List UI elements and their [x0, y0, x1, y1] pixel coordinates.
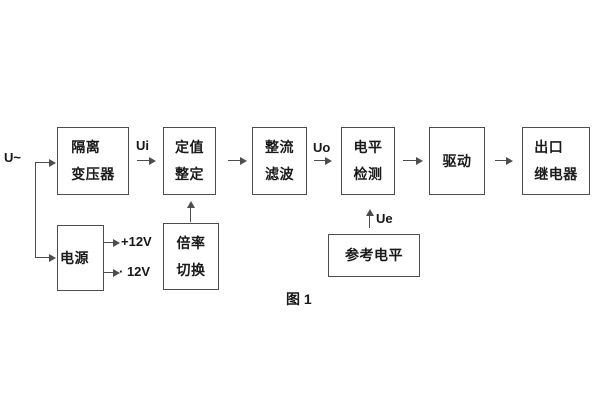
arrowhead-ratio-to-setting	[187, 201, 195, 208]
arrowhead-uo	[325, 157, 332, 165]
block-label: 隔离	[71, 139, 101, 155]
ui-signal-label: Ui	[136, 138, 149, 153]
uo-signal-label: Uo	[313, 140, 331, 155]
block-label: 电平	[353, 139, 383, 155]
block-label: 切换	[176, 261, 206, 278]
block-output-relay: 出口 继电器	[522, 127, 590, 195]
block-text: 出口 继电器	[534, 134, 578, 188]
connector-input-branch	[35, 162, 36, 258]
block-label: 出口	[534, 139, 564, 155]
block-text: 电平 检测	[354, 134, 383, 188]
block-label: 整定	[175, 166, 204, 182]
block-label: 检测	[353, 166, 383, 182]
plus-12v-label: +12V	[121, 234, 152, 249]
connector-uo	[314, 160, 326, 161]
block-label: 倍率	[176, 234, 206, 251]
block-text: 参考电平	[345, 242, 403, 269]
block-text: 驱动	[443, 148, 472, 175]
arrowhead-level-to-driver	[416, 157, 423, 165]
arrowhead-setting-to-rectifier	[240, 157, 247, 165]
connector-input-to-power	[35, 257, 50, 258]
connector-driver-to-relay	[495, 160, 507, 161]
input-signal-label: U~	[4, 150, 21, 165]
connector-minus-12v	[104, 272, 114, 273]
block-label: 定值	[175, 139, 204, 155]
block-level-detector: 电平 检测	[341, 127, 395, 195]
block-ratio-switch: 倍率 切换	[163, 223, 219, 290]
connector-setting-to-rectifier	[228, 160, 241, 161]
block-text: 倍率 切换	[177, 230, 206, 284]
arrowhead-ui	[149, 157, 156, 165]
block-label: 继电器	[534, 166, 578, 182]
block-label: 电源	[60, 249, 89, 266]
ue-signal-label: Ue	[376, 211, 393, 226]
block-label: 驱动	[442, 152, 472, 169]
arrowhead-ue	[366, 209, 374, 216]
block-label: 参考电平	[345, 247, 403, 263]
block-setting-adjust: 定值 整定	[163, 127, 216, 195]
block-text: 电源	[60, 245, 89, 272]
block-text: 隔离 变压器	[71, 134, 115, 188]
block-text: 整流 滤波	[265, 134, 294, 188]
connector-ratio-to-setting	[190, 208, 191, 222]
arrowhead-input-to-power	[49, 254, 56, 262]
connector-ue	[369, 216, 370, 228]
block-label: 滤波	[265, 166, 294, 182]
connector-level-to-driver	[403, 160, 417, 161]
block-text: 定值 整定	[175, 134, 204, 188]
arrowhead-minus-12v	[113, 269, 120, 277]
figure-caption: 图 1	[286, 291, 312, 307]
arrowhead-plus-12v	[113, 239, 120, 247]
connector-plus-12v	[104, 242, 114, 243]
block-label: 变压器	[71, 166, 115, 182]
block-driver: 驱动	[429, 127, 485, 195]
minus-12v-label: · 12V	[119, 264, 151, 279]
arrowhead-driver-to-relay	[506, 157, 513, 165]
block-label: 整流	[265, 139, 294, 155]
connector-ui	[137, 160, 150, 161]
connector-input-to-transformer	[35, 162, 50, 163]
arrowhead-input-to-transformer	[49, 159, 56, 167]
block-reference-level: 参考电平	[328, 234, 420, 277]
block-isolation-transformer: 隔离 变压器	[57, 127, 129, 195]
block-rectifier-filter: 整流 滤波	[252, 127, 307, 195]
block-power-supply: 电源	[57, 225, 104, 291]
